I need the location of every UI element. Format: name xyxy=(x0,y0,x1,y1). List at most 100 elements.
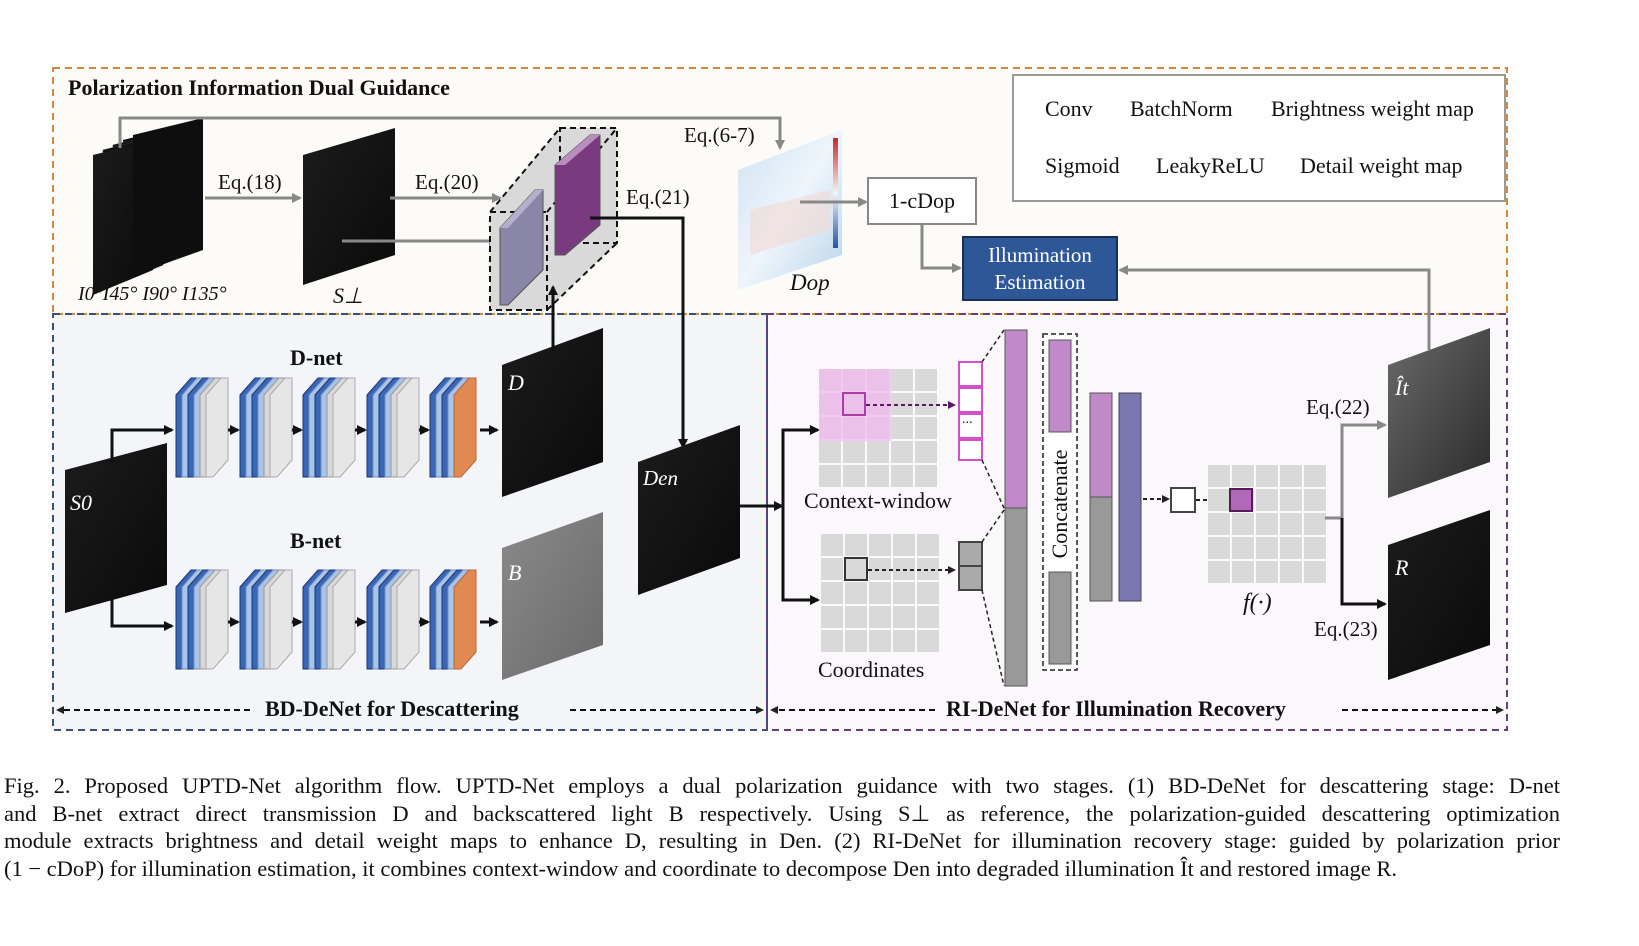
layer-block xyxy=(175,569,229,670)
grid-cell xyxy=(821,534,843,556)
grid-cell xyxy=(845,534,867,556)
bnet-layers xyxy=(175,569,499,670)
grid-cell xyxy=(821,630,843,652)
legend-sigmoid-label: Sigmoid xyxy=(1045,153,1120,178)
layer-block xyxy=(429,569,477,670)
coord-feature-vector xyxy=(958,541,983,591)
layer-block xyxy=(302,377,356,478)
grid-cell xyxy=(869,534,891,556)
grid-cell xyxy=(891,369,913,391)
caption-line-1: Fig. 2. Proposed UPTD-Net algorithm flow… xyxy=(4,773,1560,798)
dop-label: Dop xyxy=(790,270,830,295)
grid-cell xyxy=(819,441,841,463)
r-label: R xyxy=(1395,555,1409,580)
grid-cell xyxy=(915,441,937,463)
layer-block xyxy=(366,569,420,670)
funnel-bot-b xyxy=(981,589,1005,687)
grid-cell xyxy=(1232,465,1254,487)
grid-cell xyxy=(821,582,843,604)
grid-cell xyxy=(843,441,865,463)
ellipsis-label: ... xyxy=(962,412,973,427)
eq21-arrow xyxy=(590,216,688,449)
dnet-layers xyxy=(175,377,499,478)
d-net-label: D-net xyxy=(290,345,343,370)
fused-bar-a-top xyxy=(1089,392,1113,498)
coordinates-grid xyxy=(821,534,939,652)
grid-cell xyxy=(917,582,939,604)
one-cdop-box xyxy=(867,177,977,225)
caption-line-4: (1 − cDoP) for illumination estimation, … xyxy=(4,855,1397,881)
dop-image xyxy=(738,130,842,290)
grid-cell xyxy=(1280,561,1302,583)
f-to-outputs-branch xyxy=(1325,420,1387,520)
grid-cell xyxy=(845,606,867,628)
grid-cell xyxy=(869,582,891,604)
legend-conv-label: Conv xyxy=(1045,96,1093,121)
layer-block xyxy=(175,377,229,478)
bd-section-border xyxy=(52,313,768,731)
feature-bar-top xyxy=(1004,329,1028,509)
grid-cell xyxy=(1208,489,1230,511)
f-label: f(·) xyxy=(1243,590,1272,616)
inputs-text: I0°I45° I90° I135° xyxy=(78,283,227,305)
grid-cell xyxy=(1208,465,1230,487)
f-output-grid xyxy=(1208,465,1326,583)
concatenate-label: Concatenate xyxy=(1047,449,1072,559)
d-label: D xyxy=(508,370,524,395)
weight-map-module xyxy=(489,127,618,311)
it-label: Ît xyxy=(1395,375,1409,400)
grid-cell xyxy=(869,558,891,580)
eq18-label: Eq.(18) xyxy=(218,170,282,194)
coordinates-label: Coordinates xyxy=(818,657,925,682)
illum-est-label: Illumination Estimation xyxy=(988,243,1092,294)
grid-cell xyxy=(867,465,889,487)
den-label: Den xyxy=(643,466,678,490)
layer-block xyxy=(239,569,293,670)
fused-bar-b xyxy=(1118,392,1142,602)
grid-cell xyxy=(1256,561,1278,583)
layer-block xyxy=(239,377,293,478)
legend-detail-label: Detail weight map xyxy=(1300,153,1463,178)
s0-image xyxy=(65,443,167,613)
legend-brightness-label: Brightness weight map xyxy=(1271,96,1474,121)
legend-batchnorm-label: BatchNorm xyxy=(1130,96,1233,121)
1cdop-to-illum-arrow xyxy=(920,224,962,273)
grid-cell xyxy=(1232,513,1254,535)
grid-cell xyxy=(917,534,939,556)
context-feature-vector xyxy=(958,361,983,461)
fused-bar-a-bottom xyxy=(1089,496,1113,602)
inputs-to-dop-arrow xyxy=(118,116,785,150)
figure-caption: Fig. 2. Proposed UPTD-Net algorithm flow… xyxy=(4,772,1560,882)
grid-cell xyxy=(1304,489,1326,511)
grid-cell xyxy=(869,630,891,652)
b-image xyxy=(502,512,603,680)
grid-cell xyxy=(893,630,915,652)
grid-cell xyxy=(1280,513,1302,535)
grid-cell xyxy=(1280,465,1302,487)
grid-cell xyxy=(1232,537,1254,559)
grid-cell xyxy=(891,441,913,463)
grid-cell xyxy=(1304,513,1326,535)
concat-bar-bottom xyxy=(1048,571,1072,665)
layer-block xyxy=(429,377,477,478)
s0-to-bnet-arrow xyxy=(110,595,174,631)
grid-cell xyxy=(893,582,915,604)
grid-cell xyxy=(1304,465,1326,487)
ri-denet-title: RI-DeNet for Illumination Recovery xyxy=(946,696,1286,721)
inputs-label: I0°I45° I90° I135° xyxy=(78,283,227,306)
grid-cell xyxy=(915,369,937,391)
f-to-r-arrow xyxy=(1340,518,1387,609)
grid-cell xyxy=(869,606,891,628)
grid-cell xyxy=(1208,537,1230,559)
grid-cell xyxy=(819,465,841,487)
grid-cell xyxy=(1208,561,1230,583)
grid-cell xyxy=(1280,537,1302,559)
context-window-center-cell xyxy=(842,392,866,416)
s-perp-image xyxy=(303,128,395,285)
s0-label: S0 xyxy=(70,490,92,515)
output-node xyxy=(1170,487,1196,513)
illumination-estimation-box xyxy=(962,236,1118,301)
grid-cell xyxy=(915,417,937,439)
grid-cell xyxy=(821,606,843,628)
b-label: B xyxy=(508,560,522,585)
